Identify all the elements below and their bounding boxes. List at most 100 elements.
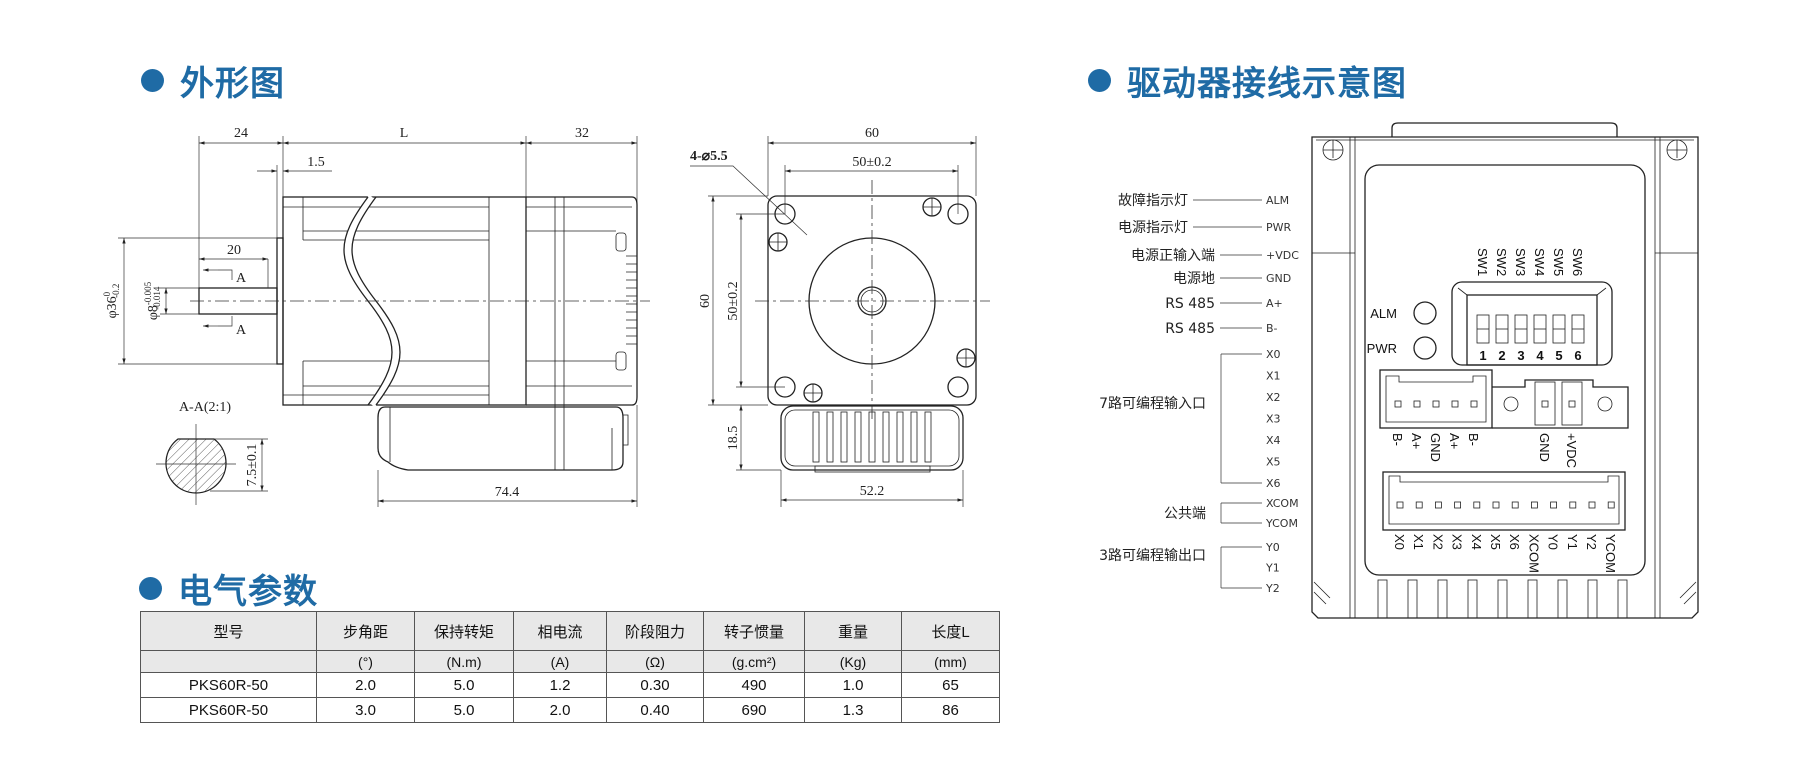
- wiring-title: 驱动器接线示意图: [1127, 64, 1407, 104]
- power-pin-label: GND: [1537, 433, 1552, 462]
- wire-signal-4: A+: [1266, 297, 1283, 310]
- wire-signal-2: +VDC: [1266, 249, 1299, 262]
- wire-desc-1: 电源指示灯: [1118, 220, 1188, 236]
- dim-20: 20: [227, 243, 241, 258]
- motor-side-view: 24 L 32 1.5 20 A A: [102, 126, 650, 507]
- io-pin-label: X1: [1411, 534, 1426, 550]
- dim-52-2: 52.2: [860, 484, 885, 499]
- io-pin-label: X6: [1507, 534, 1522, 550]
- table-cell: PKS60R-50: [140, 672, 317, 698]
- pin: [1568, 400, 1576, 408]
- switch-label-2: SW2: [1494, 248, 1509, 276]
- wire-signal-xcom: XCOM: [1266, 497, 1299, 510]
- wire-signal-x0: X0: [1266, 348, 1281, 361]
- dim-50-height: 50±0.2: [726, 281, 741, 320]
- pin: [1492, 501, 1500, 509]
- wire-signal-5: B-: [1266, 322, 1278, 335]
- dim-phi36: φ360-0.2: [102, 284, 121, 319]
- switch-number: 3: [1517, 348, 1524, 363]
- switch-number: 6: [1574, 348, 1581, 363]
- io-pin-label: X0: [1392, 534, 1407, 550]
- section-heading-wiring: 驱动器接线示意图: [1088, 56, 1407, 105]
- io-pin-label: Y0: [1546, 534, 1561, 550]
- wire-desc-2: 电源正输入端: [1131, 248, 1215, 264]
- dim-50-width: 50±0.2: [852, 155, 891, 170]
- table-cell: 2.0: [316, 672, 415, 698]
- wire-signal-x2: X2: [1266, 391, 1281, 404]
- pin: [1415, 501, 1423, 509]
- fin: [1587, 579, 1598, 619]
- section-label: A-A(2:1): [179, 400, 231, 415]
- table-cell: 1.3: [804, 697, 902, 723]
- pin: [1607, 501, 1615, 509]
- table-cell: 0.30: [606, 672, 704, 698]
- fin: [1437, 579, 1448, 619]
- rs485-pin-label: A+: [1409, 433, 1424, 449]
- screw-icons: [768, 197, 976, 403]
- table-units-row: (°)(N.m)(A)(Ω)(g.cm²)(Kg)(mm): [140, 650, 1000, 673]
- wire-desc-4: RS 485: [1165, 296, 1215, 312]
- wire-signal-x5: X5: [1266, 456, 1281, 469]
- switch-label-6: SW6: [1570, 248, 1585, 276]
- dim-7-5: 7.5±0.1: [245, 444, 260, 487]
- wire-desc-3: 电源地: [1173, 271, 1215, 287]
- pin: [1473, 501, 1481, 509]
- wire-signal-x3: X3: [1266, 413, 1281, 426]
- wire-signal-x4: X4: [1266, 434, 1281, 447]
- io-pin-label: X5: [1488, 534, 1503, 550]
- pin: [1394, 400, 1402, 408]
- mount-holes-label: 4-⌀5.5: [690, 149, 728, 164]
- section-mark-top: A: [236, 271, 247, 286]
- table-cell: 490: [703, 672, 805, 698]
- dim-l: L: [400, 126, 409, 141]
- table-cell: 5.0: [414, 697, 514, 723]
- table-cell: 长度L: [901, 611, 1000, 651]
- wire-signal-y0: Y0: [1265, 541, 1280, 554]
- io-pin-label: Y1: [1565, 534, 1580, 550]
- params-title: 电气参数: [178, 572, 318, 612]
- table-cell: 阶段阻力: [606, 611, 704, 651]
- outline-title: 外形图: [180, 64, 285, 104]
- io-pin-label: X2: [1430, 534, 1445, 550]
- electrical-params-table: 型号步角距保持转矩相电流阶段阻力转子惯量重量长度L(°)(N.m)(A)(Ω)(…: [140, 611, 1000, 723]
- wire-signal-3: GND: [1266, 272, 1291, 285]
- rs485-pin-label: B-: [1390, 433, 1405, 446]
- wire-signal-x1: X1: [1266, 370, 1281, 383]
- dim-18-5: 18.5: [726, 426, 741, 451]
- table-cell: 0.40: [606, 697, 704, 723]
- pin: [1454, 501, 1461, 509]
- inputs-label: 7路可编程输入口: [1099, 396, 1206, 412]
- common-label: 公共端: [1164, 506, 1206, 522]
- outputs-label: 3路可编程输出口: [1099, 548, 1206, 564]
- wire-signal-1: PWR: [1266, 221, 1292, 234]
- fin: [1557, 579, 1568, 619]
- pwr-led-label: PWR: [1367, 341, 1397, 356]
- fin: [1407, 579, 1418, 619]
- table-header-row: 型号步角距保持转矩相电流阶段阻力转子惯量重量长度L: [140, 611, 1000, 651]
- fin: [1527, 579, 1538, 619]
- pin: [1413, 400, 1421, 408]
- fin: [1467, 579, 1478, 619]
- switch-number: 4: [1536, 348, 1544, 363]
- section-heading-params: 电气参数: [139, 564, 318, 613]
- wire-signal-ycom: YCOM: [1265, 517, 1298, 530]
- table-cell: 重量: [804, 611, 902, 651]
- table-cell: PKS60R-50: [140, 697, 317, 723]
- table-cell: 86: [901, 697, 1000, 723]
- table-cell: (A): [513, 650, 607, 673]
- table-cell: 3.0: [316, 697, 415, 723]
- pin: [1531, 501, 1538, 509]
- fin: [1377, 579, 1388, 619]
- dim-60-width: 60: [865, 126, 879, 141]
- table-cell: (Ω): [606, 650, 704, 673]
- switch-number: 2: [1498, 348, 1505, 363]
- alm-led-icon: [1413, 301, 1437, 325]
- table-cell: (Kg): [804, 650, 902, 673]
- pin: [1588, 501, 1596, 509]
- io-pin-label: XCOM: [1526, 534, 1541, 573]
- section-heading-outline: 外形图: [141, 56, 285, 105]
